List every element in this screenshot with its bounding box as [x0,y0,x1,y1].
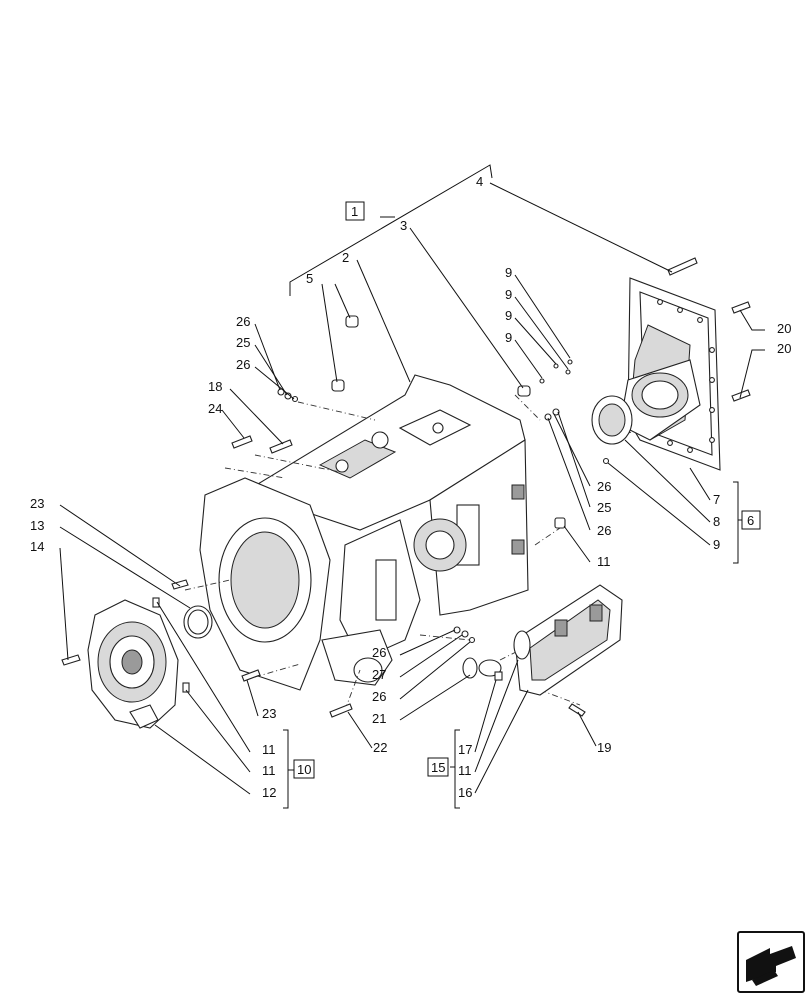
washer-26-right [544,413,552,421]
dowel-11-right [554,517,566,529]
callout-26-lower-2: 26 [372,689,386,704]
plug-9-d [539,378,545,384]
callout-26-top: 26 [236,314,250,329]
washer-26-top [277,388,285,396]
callout-9-c: 9 [505,308,512,323]
callout-11-left-b: 11 [262,763,276,778]
plug-9-c [553,363,559,369]
o-ring-21 [462,657,478,679]
callout-23-left: 23 [30,496,44,511]
callout-20-a: 20 [777,321,791,336]
group-box-15 [427,757,449,777]
plug-9-b [565,369,571,375]
plug-9-a [567,359,573,365]
callout-11-left-a: 11 [262,742,276,757]
callout-24: 24 [208,401,222,416]
side-cover-assembly [61,579,213,729]
callout-18: 18 [208,379,222,394]
callout-26-right-2: 26 [597,523,611,538]
group-box-6 [741,510,761,530]
rear-cover-assembly [591,257,751,471]
callout-9-d: 9 [505,330,512,345]
group-box-1 [345,201,365,221]
plug-3 [517,385,531,397]
callout-19: 19 [597,740,611,755]
callout-2: 2 [342,250,349,265]
callout-25-right: 25 [597,500,611,515]
spring-25-right [552,408,560,416]
callout-9-e: 9 [713,537,720,552]
leader-lines [59,182,765,809]
callout-5: 5 [306,271,313,286]
front-plate-assembly [478,584,623,717]
callout-6: 6 [747,513,754,528]
washer-26-top-2 [291,395,299,403]
spring-27 [461,630,469,638]
callout-25-top: 25 [236,335,250,350]
plug-5-upper [345,315,359,328]
callout-17: 17 [458,742,472,757]
callout-9-b: 9 [505,287,512,302]
centerlines [184,394,641,711]
callout-12: 12 [262,785,276,800]
callout-1: 1 [351,204,358,219]
callout-26-top-2: 26 [236,357,250,372]
plug-5-lower [331,379,345,392]
callout-11-front: 11 [458,763,472,778]
callout-11-right: 11 [597,554,611,569]
callout-20-b: 20 [777,341,791,356]
washer-26-lower-2 [468,636,476,644]
callout-26-right: 26 [597,479,611,494]
group-1-bracket: 1 [289,164,493,296]
callout-26-lower: 26 [372,645,386,660]
group-box-10 [293,759,315,779]
callout-16: 16 [458,785,472,800]
callout-22: 22 [373,740,387,755]
callout-labels: 4 3 2 5 26 25 26 18 24 9 9 9 9 20 20 26 … [30,174,791,800]
bolt-22 [329,703,353,718]
callout-13: 13 [30,518,44,533]
callout-8: 8 [713,514,720,529]
transmission-housing [199,374,529,691]
callout-21: 21 [372,711,386,726]
bolt-23-lower [241,669,261,682]
next-page-arrow-icon[interactable] [737,931,805,993]
callout-3: 3 [400,218,407,233]
callout-10: 10 [297,762,311,777]
bolt-24 [231,435,253,449]
callout-27: 27 [372,667,386,682]
callout-23-lower: 23 [262,706,276,721]
callout-9-a: 9 [505,265,512,280]
bolt-18 [269,439,293,454]
callout-14: 14 [30,539,44,554]
callout-7: 7 [713,492,720,507]
callout-15: 15 [431,760,445,775]
callout-4: 4 [476,174,483,189]
